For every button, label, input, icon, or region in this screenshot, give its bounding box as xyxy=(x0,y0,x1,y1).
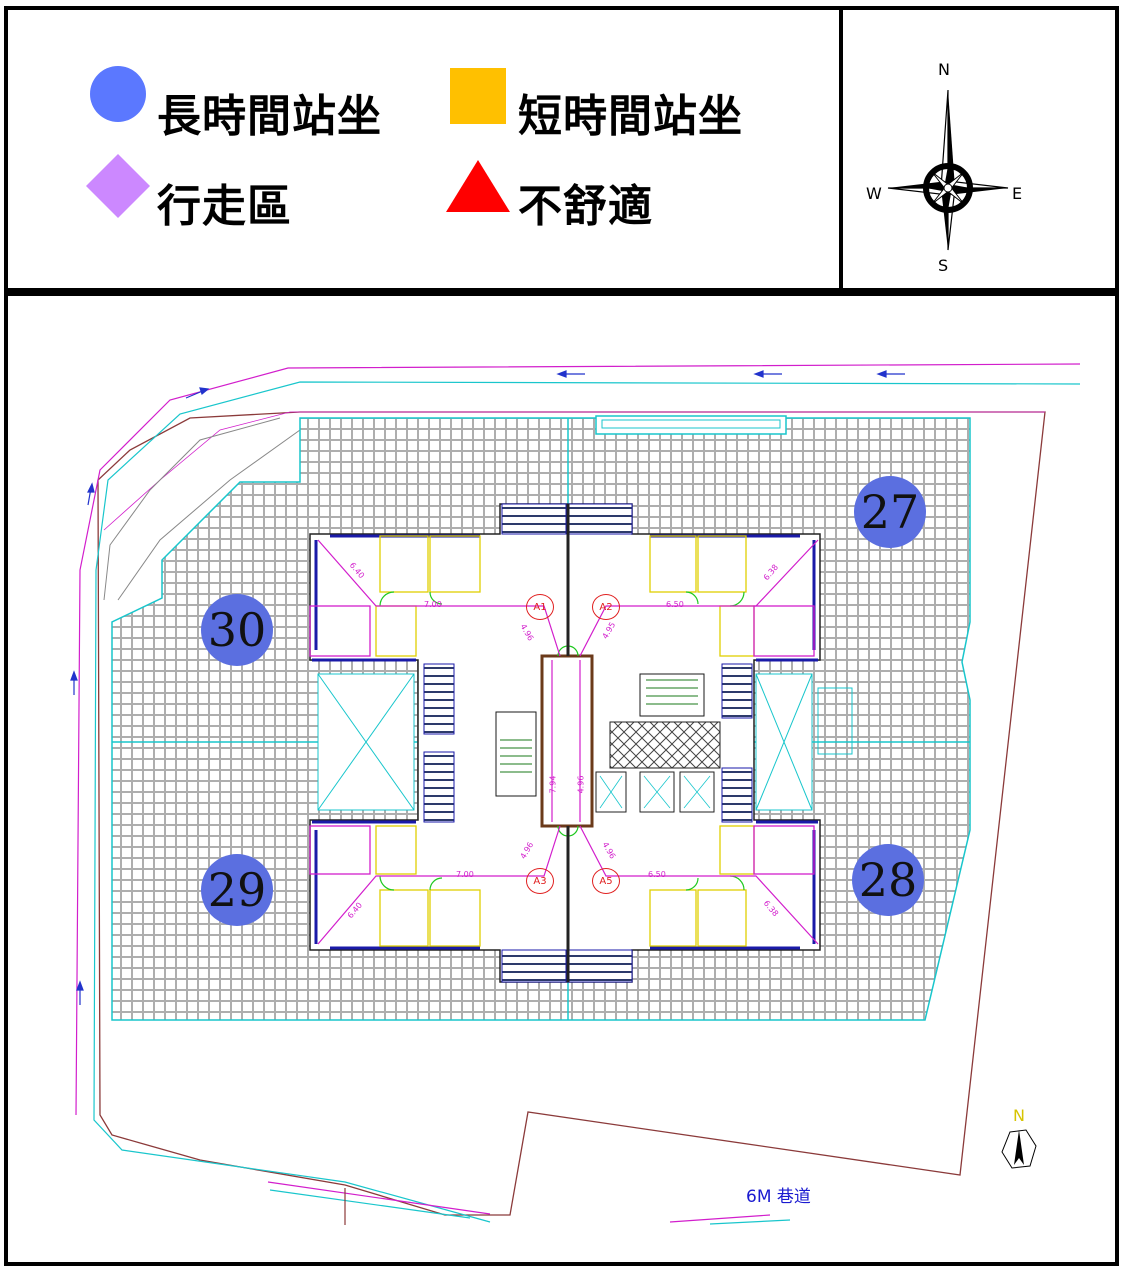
legend-label-long-stay: 長時間站坐 xyxy=(157,91,382,142)
dimension-label: 6.50 xyxy=(666,600,684,609)
marker-label: 27 xyxy=(860,485,920,539)
compass-north-label: N xyxy=(938,60,950,79)
dimension-label: 7.00 xyxy=(424,600,442,609)
marker-circle-icon xyxy=(201,854,273,926)
long-stay-symbol-icon xyxy=(90,66,146,122)
legend-label-walking-zone: 行走區 xyxy=(157,181,292,232)
small-north-label: N xyxy=(1013,1106,1025,1125)
measurement-point-27[interactable]: 27 xyxy=(848,470,932,554)
dimension-label: 6.50 xyxy=(648,870,666,879)
dimension-label: 7.00 xyxy=(456,870,474,879)
marker-circle-icon xyxy=(854,476,926,548)
short-stay-symbol-icon xyxy=(450,68,506,124)
small-north-arrow-icon xyxy=(1001,1129,1037,1169)
marker-label: 30 xyxy=(207,603,267,657)
measurement-point-29[interactable]: 29 xyxy=(195,848,279,932)
property-boundary xyxy=(97,411,1046,1216)
legend-panel-frame xyxy=(4,6,1119,292)
marker-label: 29 xyxy=(207,863,267,917)
unit-tag-a1: A1 xyxy=(526,594,554,620)
marker-circle-icon xyxy=(201,594,273,666)
road-lines xyxy=(75,363,1081,1225)
unit-tag-a3: A3 xyxy=(526,868,554,894)
compass-rose-icon xyxy=(887,89,1009,251)
marker-circle-icon xyxy=(852,844,924,916)
ramp-lines xyxy=(103,417,301,601)
compass-east-label: E xyxy=(1012,184,1023,203)
traffic-arrows-icon xyxy=(70,370,905,1005)
measurement-point-30[interactable]: 30 xyxy=(195,588,279,672)
marker-label: 28 xyxy=(858,853,918,907)
unit-tag-a2: A2 xyxy=(592,594,620,620)
measurement-point-28[interactable]: 28 xyxy=(846,838,930,922)
dimension-label: 4.96 xyxy=(576,775,586,794)
walking-zone-symbol-icon xyxy=(86,154,150,218)
street-label: 6M 巷道 xyxy=(746,1187,811,1207)
legend-label-short-stay: 短時間站坐 xyxy=(518,91,743,142)
building-footprint xyxy=(309,503,853,983)
uncomfortable-symbol-icon xyxy=(446,160,510,212)
compass-south-label: S xyxy=(938,256,949,275)
site-plan-frame xyxy=(4,292,1119,1266)
dimension-label: 7.94 xyxy=(548,775,558,794)
unit-tag-a5: A5 xyxy=(592,868,620,894)
legend-label-uncomfortable: 不舒適 xyxy=(518,181,653,232)
compass-west-label: W xyxy=(866,184,882,203)
